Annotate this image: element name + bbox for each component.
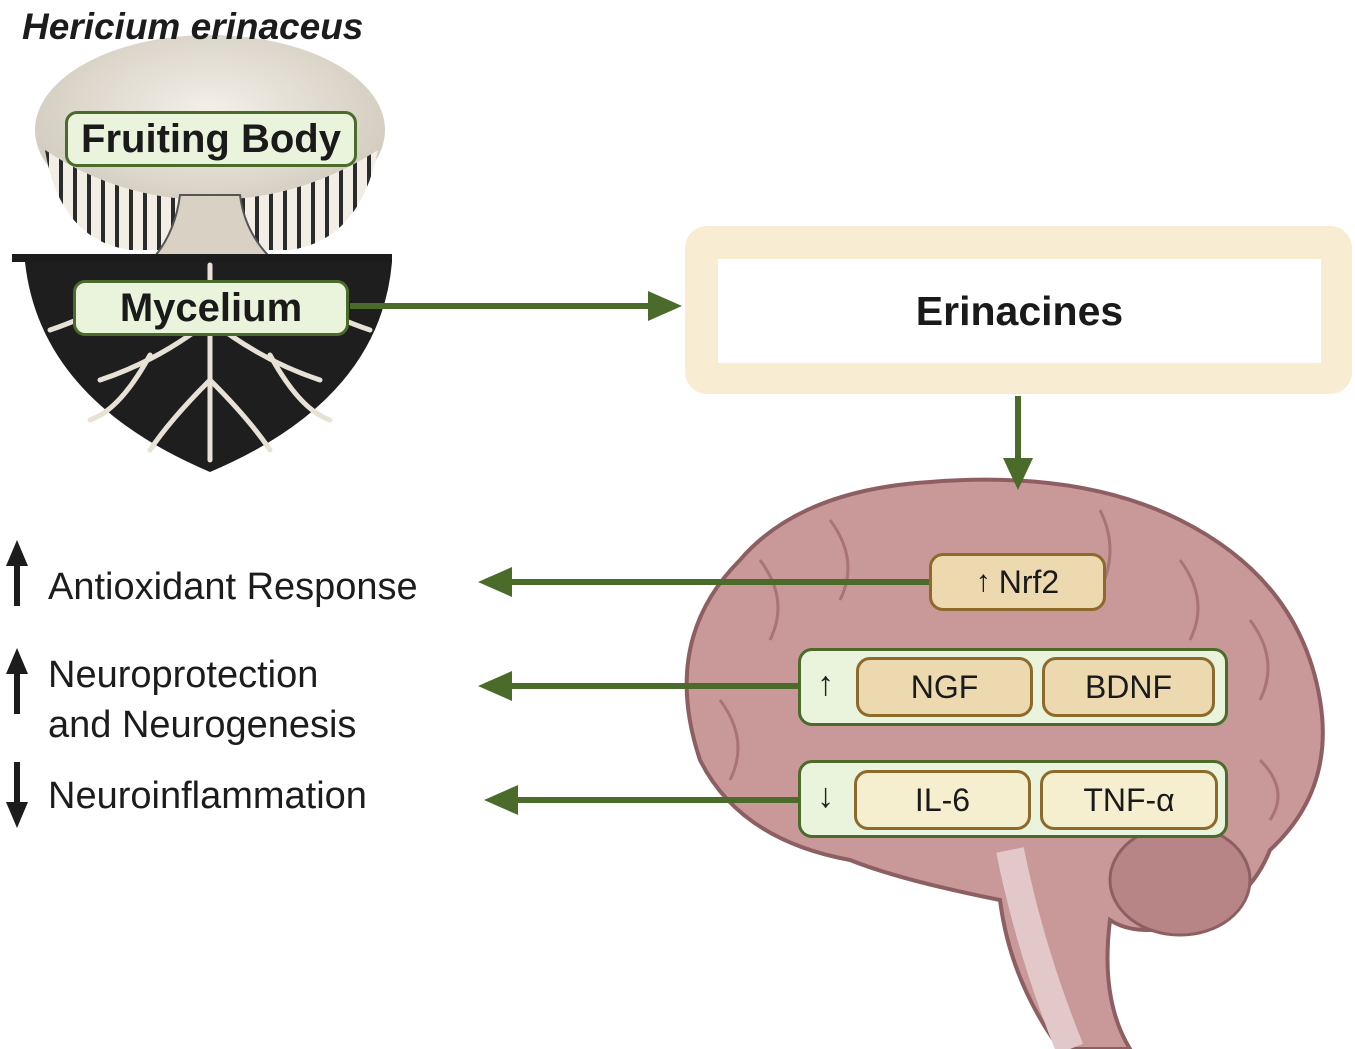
- brainstem: [996, 847, 1083, 1049]
- erinacines-label: Erinacines: [718, 259, 1321, 363]
- nrf2-chip: ↑ Nrf2: [929, 553, 1106, 611]
- fruiting-body-label: Fruiting Body: [65, 111, 357, 167]
- down-arrow-icon: [6, 762, 28, 828]
- nrf2-label: Nrf2: [998, 563, 1060, 600]
- up-arrow-icon: ↑: [975, 565, 991, 598]
- nrf2-to-antioxidant-arrowhead: [478, 567, 512, 597]
- outcome-neuroprotection-line2: and Neurogenesis: [48, 704, 357, 746]
- mycelium-to-erinacines-arrowhead: [648, 291, 682, 321]
- outcome-neuroprotection-line1: Neuroprotection: [48, 654, 319, 696]
- up-arrow-icon: ↑: [817, 665, 834, 703]
- up-arrow-icon: [6, 540, 28, 606]
- erinacines-to-brain-arrowhead: [1003, 458, 1033, 490]
- il6-chip: IL-6: [854, 770, 1031, 830]
- connectors: [350, 291, 1033, 815]
- mycelium-label: Mycelium: [73, 280, 349, 336]
- cytokines-to-neuroinflammation-arrowhead: [484, 785, 518, 815]
- outcome-antioxidant-response: Antioxidant Response: [48, 566, 418, 608]
- outcome-neuroinflammation: Neuroinflammation: [48, 775, 367, 817]
- gf-to-neuroprotection-arrowhead: [478, 671, 512, 701]
- cerebellum: [1108, 823, 1252, 937]
- mushroom-illustration: [12, 35, 392, 472]
- ngf-chip: NGF: [856, 657, 1033, 717]
- species-title: Hericium erinaceus: [22, 6, 364, 47]
- bdnf-chip: BDNF: [1042, 657, 1215, 717]
- down-arrow-icon: ↓: [817, 777, 834, 815]
- tnf-alpha-chip: TNF-α: [1040, 770, 1218, 830]
- outcome-arrows: [6, 540, 28, 828]
- up-arrow-icon: [6, 648, 28, 714]
